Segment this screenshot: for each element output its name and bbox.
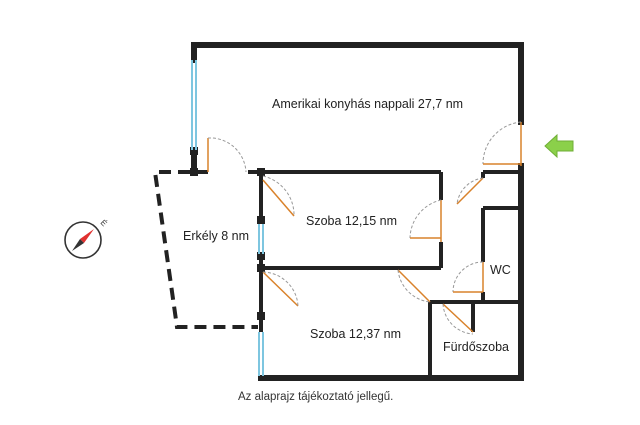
room-label-room1: Szoba 12,15 nm <box>306 214 397 228</box>
compass-icon: É <box>64 218 109 259</box>
room-label-living: Amerikai konyhás nappali 27,7 nm <box>272 97 463 111</box>
door-wc <box>452 261 484 293</box>
door-room2-balcony <box>262 271 299 307</box>
interior-walls <box>194 170 519 376</box>
windows <box>191 60 264 376</box>
room-label-room2: Szoba 12,37 nm <box>310 327 401 341</box>
room-label-bathroom: Fürdőszoba <box>443 340 509 354</box>
door-room1-balcony <box>262 175 295 217</box>
door-balcony <box>207 137 247 173</box>
disclaimer-text: Az alaprajz tájékoztató jellegű. <box>238 391 393 403</box>
doors <box>207 121 522 335</box>
door-room2 <box>397 269 431 303</box>
door-room1 <box>409 199 442 242</box>
room-label-wc: WC <box>490 263 511 277</box>
door-hall <box>456 177 484 205</box>
compass-north-label: É <box>99 218 109 228</box>
balcony-outline <box>152 170 258 329</box>
door-entrance <box>482 121 522 166</box>
entrance-arrow-icon <box>544 133 574 159</box>
room-label-balcony: Erkély 8 nm <box>183 229 249 243</box>
door-bathroom <box>442 303 474 335</box>
wall-caps <box>190 147 265 320</box>
